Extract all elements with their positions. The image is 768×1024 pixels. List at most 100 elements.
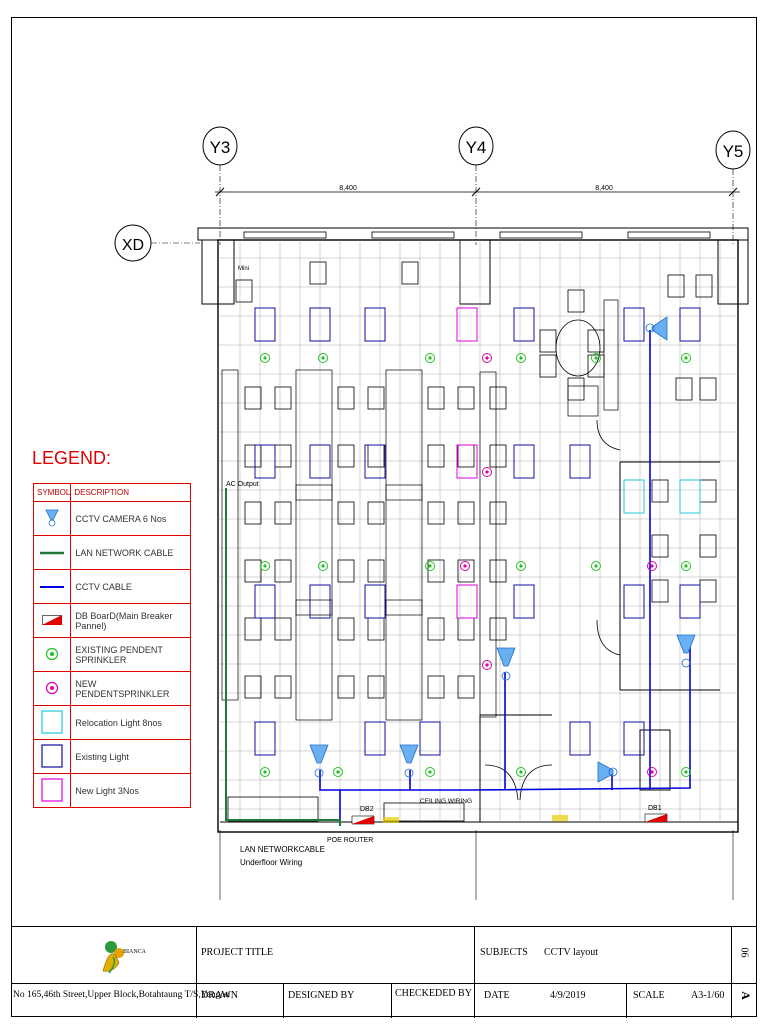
desk xyxy=(221,369,239,701)
new-light xyxy=(456,307,478,342)
drawn-label: DRAWN xyxy=(201,990,238,1001)
existing-light xyxy=(254,444,276,479)
chair xyxy=(274,444,292,468)
legend-item-label: Existing Light xyxy=(70,739,191,774)
chair xyxy=(587,329,605,353)
db-board-db2 xyxy=(351,815,375,825)
existing-sprinkler xyxy=(516,767,526,777)
existing-sprinkler xyxy=(681,561,691,571)
chair xyxy=(567,377,585,401)
designed-by-label: DESIGNED BY xyxy=(288,990,355,1001)
existing-light xyxy=(364,721,386,756)
desk xyxy=(479,371,497,718)
cctv-camera-4 xyxy=(676,634,696,668)
company-logo: BIANCA xyxy=(89,933,149,977)
chair xyxy=(427,617,445,641)
new-sprinkler xyxy=(482,660,492,670)
grid-bubble-y5: Y5 xyxy=(715,130,751,170)
relocation-light-icon xyxy=(41,709,63,734)
chair xyxy=(427,675,445,699)
existing-light xyxy=(513,307,535,342)
column-y4 xyxy=(459,239,491,305)
existing-light-icon xyxy=(41,743,63,768)
furniture xyxy=(221,261,717,721)
chair xyxy=(337,386,355,410)
existing-light xyxy=(309,307,331,342)
chair xyxy=(367,386,385,410)
chair xyxy=(244,559,262,583)
grid-bubble-xd: XD xyxy=(114,224,152,262)
chair xyxy=(699,479,717,503)
grid-label-y4: Y4 xyxy=(466,138,487,157)
chair xyxy=(489,617,507,641)
scale-value: A3-1/60 xyxy=(691,990,725,1001)
existing-light xyxy=(623,307,645,342)
chair xyxy=(489,501,507,525)
desk xyxy=(603,299,619,411)
existing-sprinkler xyxy=(591,561,601,571)
grid-bubble-y4: Y4 xyxy=(458,126,494,166)
existing-light xyxy=(364,584,386,619)
new-light xyxy=(456,444,478,479)
new-light-icon xyxy=(41,777,63,802)
label-mini: Mini xyxy=(238,266,249,272)
chair xyxy=(699,377,717,401)
cctv-cable-icon xyxy=(40,585,65,588)
chair xyxy=(427,444,445,468)
desk xyxy=(385,369,423,501)
cctv-camera-6 xyxy=(645,316,668,341)
drawing-frame xyxy=(11,17,757,1017)
subjects-label: SUBJECTS xyxy=(480,947,528,958)
grid-label-y3: Y3 xyxy=(210,138,231,157)
new-sprinkler xyxy=(482,467,492,477)
scale-label: SCALE xyxy=(633,990,665,1001)
chair xyxy=(274,559,292,583)
existing-light xyxy=(309,444,331,479)
company-address: No 165,46th Street,Upper Block,Botahtaun… xyxy=(13,990,230,1000)
new-sprinkler xyxy=(460,561,470,571)
chair xyxy=(457,501,475,525)
chair xyxy=(337,501,355,525)
chair xyxy=(457,675,475,699)
dimension-right: 8,400 xyxy=(595,185,613,192)
existing-sprinkler xyxy=(318,353,328,363)
chair xyxy=(695,274,713,298)
chair xyxy=(367,501,385,525)
db-board-icon xyxy=(42,614,63,625)
cctv-camera-1 xyxy=(309,744,329,778)
chair xyxy=(367,675,385,699)
chair xyxy=(337,675,355,699)
logo-text: BIANCA xyxy=(123,949,147,955)
ceiling-box xyxy=(383,802,465,822)
existing-light xyxy=(419,721,441,756)
chair xyxy=(367,559,385,583)
lan-network-cable xyxy=(225,488,341,826)
column-y3 xyxy=(201,239,235,305)
new-sprinkler xyxy=(482,353,492,363)
label-lan-network-cable: LAN NETWORKCABLE xyxy=(240,845,325,854)
existing-sprinkler xyxy=(425,767,435,777)
desk xyxy=(385,484,423,616)
column-y5 xyxy=(717,239,749,305)
window-1 xyxy=(243,231,327,239)
existing-light xyxy=(623,721,645,756)
label-db1: DB1 xyxy=(648,805,662,812)
chair xyxy=(457,617,475,641)
desk xyxy=(295,484,333,616)
existing-sprinkler xyxy=(260,767,270,777)
existing-sprinkler xyxy=(516,353,526,363)
chair xyxy=(337,444,355,468)
chair xyxy=(274,675,292,699)
chair xyxy=(539,354,557,378)
chair xyxy=(309,261,327,285)
existing-light xyxy=(254,307,276,342)
label-underfloor-wiring: Underfloor Wiring xyxy=(240,858,302,867)
chair xyxy=(699,534,717,558)
legend-item-label: CCTV CAMERA 6 Nos xyxy=(70,501,191,536)
relocation-light xyxy=(679,479,701,514)
legend-item-label: EXISTING PENDENT SPRINKLER xyxy=(70,637,191,672)
new-light xyxy=(456,584,478,619)
chair xyxy=(539,329,557,353)
chair xyxy=(244,386,262,410)
